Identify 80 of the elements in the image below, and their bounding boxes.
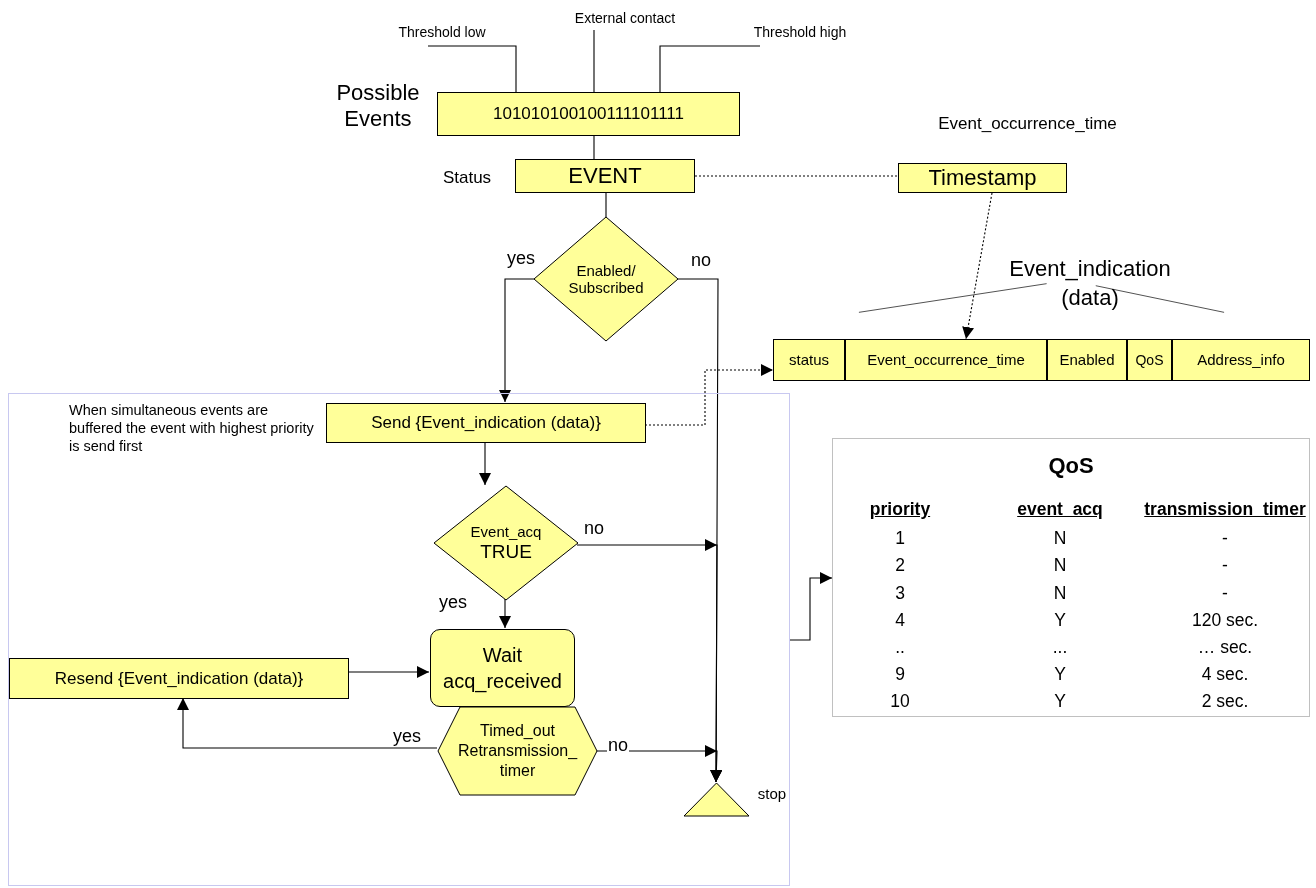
connector-line [427, 45, 517, 93]
node-text: External contact [574, 9, 676, 27]
table-value: N [1052, 555, 1068, 577]
node-text: Resend {Event_indication (data)} [54, 668, 304, 689]
stop-triangle [684, 783, 749, 816]
table-value: 4 sec. [1200, 664, 1250, 686]
field-cell [1127, 339, 1172, 381]
process-box [437, 92, 740, 136]
node-text: Send {Event_indication (data)} [371, 413, 601, 433]
node-text: Address_info [1197, 351, 1285, 369]
node-text: Wait acq_received [442, 643, 563, 694]
table-value: Y [1053, 691, 1067, 713]
table-value: 120 sec. [1190, 609, 1260, 631]
process-box [898, 163, 1067, 193]
connector-line [694, 175, 899, 177]
decision-diamond [534, 217, 678, 341]
node-text: Threshold low [398, 23, 486, 41]
node-text: Timed_out Retransmission_ timer [456, 721, 579, 781]
node-caption: stop [756, 785, 788, 803]
node-text: EVENT [568, 163, 642, 189]
column-header: event_acq [1016, 499, 1104, 520]
column-header: transmission_timer [1143, 499, 1307, 520]
table-value: N [1052, 528, 1068, 550]
arrow [962, 192, 993, 340]
arrow [177, 697, 438, 749]
table-value: .. [894, 637, 906, 658]
node-caption: Event_occurrence_time [937, 114, 1118, 135]
connector-line [593, 135, 595, 160]
arrow [499, 598, 511, 629]
table-value: 1 [894, 528, 906, 550]
qos-table-panel [832, 438, 1310, 717]
node-text: Enabled [1059, 351, 1115, 369]
node-caption: Status [441, 168, 493, 189]
table-value: 4 [894, 609, 906, 631]
node-text: Enabled/ Subscribed [567, 261, 645, 297]
note-text: When simultaneous events are buffered the event with highest priority is send first [69, 401, 315, 456]
decision-diamond [434, 486, 578, 600]
table-value: 2 sec. [1200, 691, 1250, 713]
arrow [595, 745, 723, 783]
timer-hexagon [438, 707, 597, 795]
node-text: status [789, 351, 829, 369]
arrow [499, 278, 535, 403]
table-value: … sec. [1196, 637, 1254, 658]
arrow [479, 441, 491, 486]
node-text: Threshold high [753, 23, 847, 41]
node-text: 101010100100111101111 [493, 104, 684, 124]
node-text: Event_acq [470, 523, 542, 541]
table-value: Y [1053, 609, 1067, 631]
connector-line [593, 29, 595, 93]
table-value: 9 [894, 664, 906, 686]
field-cell [845, 339, 1047, 381]
wait-state-box [430, 629, 575, 707]
process-box [515, 159, 695, 193]
process-box [326, 403, 646, 443]
arrow [347, 666, 430, 678]
record-title: Event_indication (data) [1008, 255, 1172, 312]
field-cell [1047, 339, 1127, 381]
table-value: Y [1053, 664, 1067, 686]
node-caption: Possible Events [335, 80, 421, 133]
region-frame [8, 393, 790, 886]
connector-line [605, 192, 607, 218]
table-title: QoS [1048, 453, 1094, 479]
node-text: Timestamp [928, 165, 1037, 191]
arrow [789, 572, 833, 641]
table-value: 10 [889, 691, 911, 713]
field-cell [773, 339, 845, 381]
table-value: 2 [894, 555, 906, 577]
table-value: ... [1051, 637, 1069, 658]
node-text: TRUE [480, 540, 532, 563]
table-value: - [1221, 528, 1229, 550]
table-value: 3 [894, 582, 906, 604]
table-value: - [1221, 555, 1229, 577]
table-value: N [1052, 582, 1068, 604]
table-value: - [1221, 582, 1229, 604]
node-text: QoS [1135, 351, 1164, 369]
process-box [9, 658, 349, 699]
node-text: Event_occurrence_time [867, 351, 1025, 369]
field-cell [1172, 339, 1310, 381]
column-header: priority [868, 499, 932, 520]
connector-line [659, 45, 761, 93]
